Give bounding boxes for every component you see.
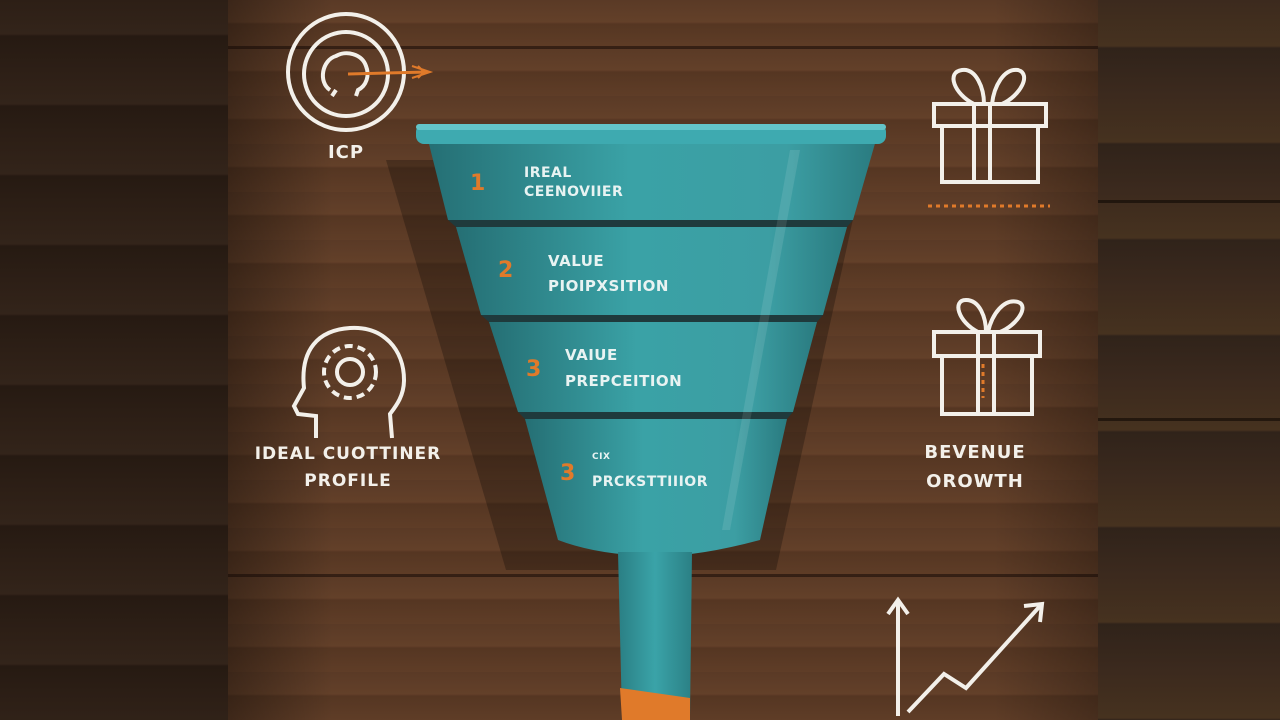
- revenue-label-line1: BEVENUE: [924, 442, 1026, 463]
- funnel-stage-3: [489, 322, 817, 412]
- stage-line1: VALUE: [548, 252, 605, 270]
- revenue-label-line2: OROWTH: [926, 471, 1024, 492]
- stage-line1: CIX: [592, 452, 611, 462]
- board-seam: [228, 46, 1098, 49]
- right-seam: [1098, 418, 1280, 421]
- stage-line2: CEENOVIIER: [524, 184, 624, 200]
- right-seam: [1098, 200, 1280, 203]
- stage-number: 3: [560, 461, 576, 486]
- stage-line2: PIOIPXSITION: [548, 277, 669, 295]
- funnel-stage-2: [456, 227, 847, 315]
- stage-line1: IREAL: [524, 165, 572, 181]
- growth-chart-icon: [886, 596, 1045, 716]
- funnel-spout: [618, 552, 692, 716]
- gift-icon: [932, 67, 1048, 184]
- gear-head-icon: [291, 325, 407, 439]
- stage-line2: PRCKSTTIIIOR: [592, 474, 708, 490]
- stage-line1: VAIUE: [565, 346, 618, 364]
- stage-line2: PREPCEITION: [565, 372, 683, 390]
- stage-number: 1: [470, 171, 486, 196]
- funnel-stage-4: [525, 419, 787, 556]
- icp-label: ICP: [327, 142, 365, 163]
- profile-label-line1: IDEAL CUOTTINER: [254, 444, 442, 464]
- wood-background-right: [1098, 0, 1280, 720]
- stage-number: 2: [498, 258, 514, 283]
- wood-background-left: [0, 0, 230, 720]
- profile-label-line2: PROFILE: [304, 471, 392, 491]
- funnel-stage-1: [428, 140, 876, 220]
- gift-icon: [932, 297, 1042, 416]
- stage-number: 3: [526, 357, 542, 382]
